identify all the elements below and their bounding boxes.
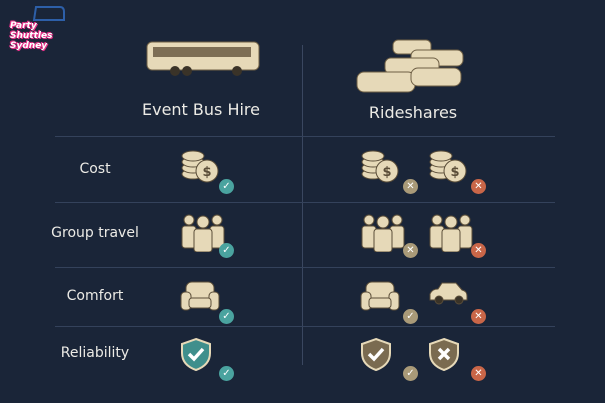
x-badge-icon: ✕ (471, 179, 486, 194)
x-badge-icon: ✕ (471, 309, 486, 324)
row-divider (55, 267, 555, 268)
brand-line1: Party (10, 21, 37, 31)
x-badge-icon: ✕ (403, 179, 418, 194)
check-badge-icon: ✓ (219, 309, 234, 324)
row-divider (55, 202, 555, 203)
svg-text:$: $ (202, 165, 211, 180)
svg-text:$: $ (382, 165, 391, 180)
armchair-icon (180, 280, 220, 316)
armchair-icon (360, 280, 400, 316)
car-icon (428, 280, 468, 310)
x-badge-icon: ✕ (471, 366, 486, 381)
row-label-comfort: Comfort (66, 288, 124, 304)
row-divider (55, 326, 555, 327)
bus-logo-icon (32, 6, 65, 21)
shield-icon (360, 337, 392, 375)
check-badge-icon: ✓ (219, 366, 234, 381)
coins-icon: $ (180, 150, 220, 188)
column-divider (302, 45, 303, 365)
svg-text:$: $ (450, 165, 459, 180)
cars-illustration (355, 38, 467, 102)
shield-icon (428, 337, 460, 375)
brand-logo: Party Shuttles Sydney (6, 4, 76, 51)
coins-icon: $ (360, 150, 400, 188)
row-divider (55, 136, 555, 137)
row-label-cost: Cost (79, 161, 111, 177)
check-badge-icon: ✓ (403, 366, 418, 381)
x-badge-icon: ✕ (403, 243, 418, 258)
people-icon (360, 214, 406, 256)
row-label-reliability: Reliability (60, 345, 130, 361)
row-label-group-travel: Group travel (51, 225, 139, 241)
bus-illustration (145, 40, 261, 82)
coins-icon: $ (428, 150, 468, 188)
check-badge-icon: ✓ (219, 243, 234, 258)
brand-line2: Shuttles Sydney (10, 31, 53, 51)
x-badge-icon: ✕ (471, 243, 486, 258)
people-icon (180, 214, 226, 256)
people-icon (428, 214, 474, 256)
check-badge-icon: ✓ (219, 179, 234, 194)
check-badge-icon: ✓ (403, 309, 418, 324)
shield-icon (180, 337, 212, 375)
column-title-bus: Event Bus Hire (141, 100, 260, 119)
column-title-rideshares: Rideshares (368, 103, 458, 122)
